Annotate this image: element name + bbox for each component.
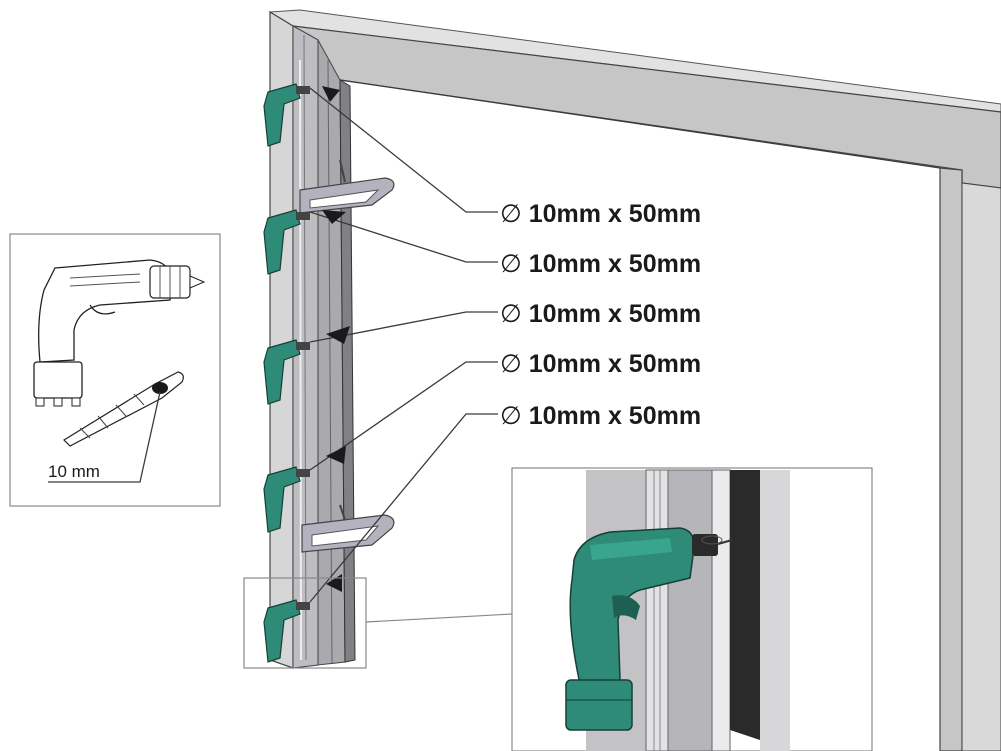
clamp-lower [301,504,395,553]
diameter-symbol: ∅ [500,250,522,278]
clamp-upper [299,159,395,214]
leader-lines [309,86,498,603]
drill-on-rail-3 [263,339,310,405]
inset-drill-bit: 10 mm [9,233,221,507]
detail-highlight-box [243,577,367,669]
callout-5: ∅ 10mm x 50mm [500,402,701,430]
frame-right-jamb-side [961,182,1001,751]
callout-1-text: 10mm x 50mm [529,200,701,228]
drill-bit-icon [63,371,184,447]
drill-on-rail-1 [263,83,310,147]
callout-4: ∅ 10mm x 50mm [500,350,701,378]
arrowhead-2 [322,210,346,224]
diameter-symbol: ∅ [500,300,522,328]
callout-4-text: 10mm x 50mm [529,350,701,378]
frame-header-face [292,25,1001,189]
inset-detail-view [511,467,873,751]
callout-3-text: 10mm x 50mm [529,300,701,328]
callout-5-text: 10mm x 50mm [529,402,701,430]
drill-on-rail-4 [263,466,310,533]
callout-list: ∅ 10mm x 50mm ∅ 10mm x 50mm ∅ 10mm x 50m… [500,200,701,430]
frame-right-jamb [939,167,963,751]
callout-2-text: 10mm x 50mm [529,250,701,278]
diameter-symbol: ∅ [500,350,522,378]
callout-1: ∅ 10mm x 50mm [500,200,701,228]
drill-on-rail-5 [263,599,310,663]
arrowhead-3 [326,326,350,344]
callout-2: ∅ 10mm x 50mm [500,250,701,278]
arrowhead-4 [326,446,346,464]
detail-connector [365,613,513,623]
bit-size-label: 10 mm [48,462,100,481]
drill-icon [33,259,206,407]
diameter-symbol: ∅ [500,200,522,228]
drill-on-rail-2 [263,209,310,275]
diameter-symbol: ∅ [500,402,522,430]
callout-3: ∅ 10mm x 50mm [500,300,701,328]
arrowhead-1 [322,86,340,102]
large-drill-icon [565,527,733,731]
